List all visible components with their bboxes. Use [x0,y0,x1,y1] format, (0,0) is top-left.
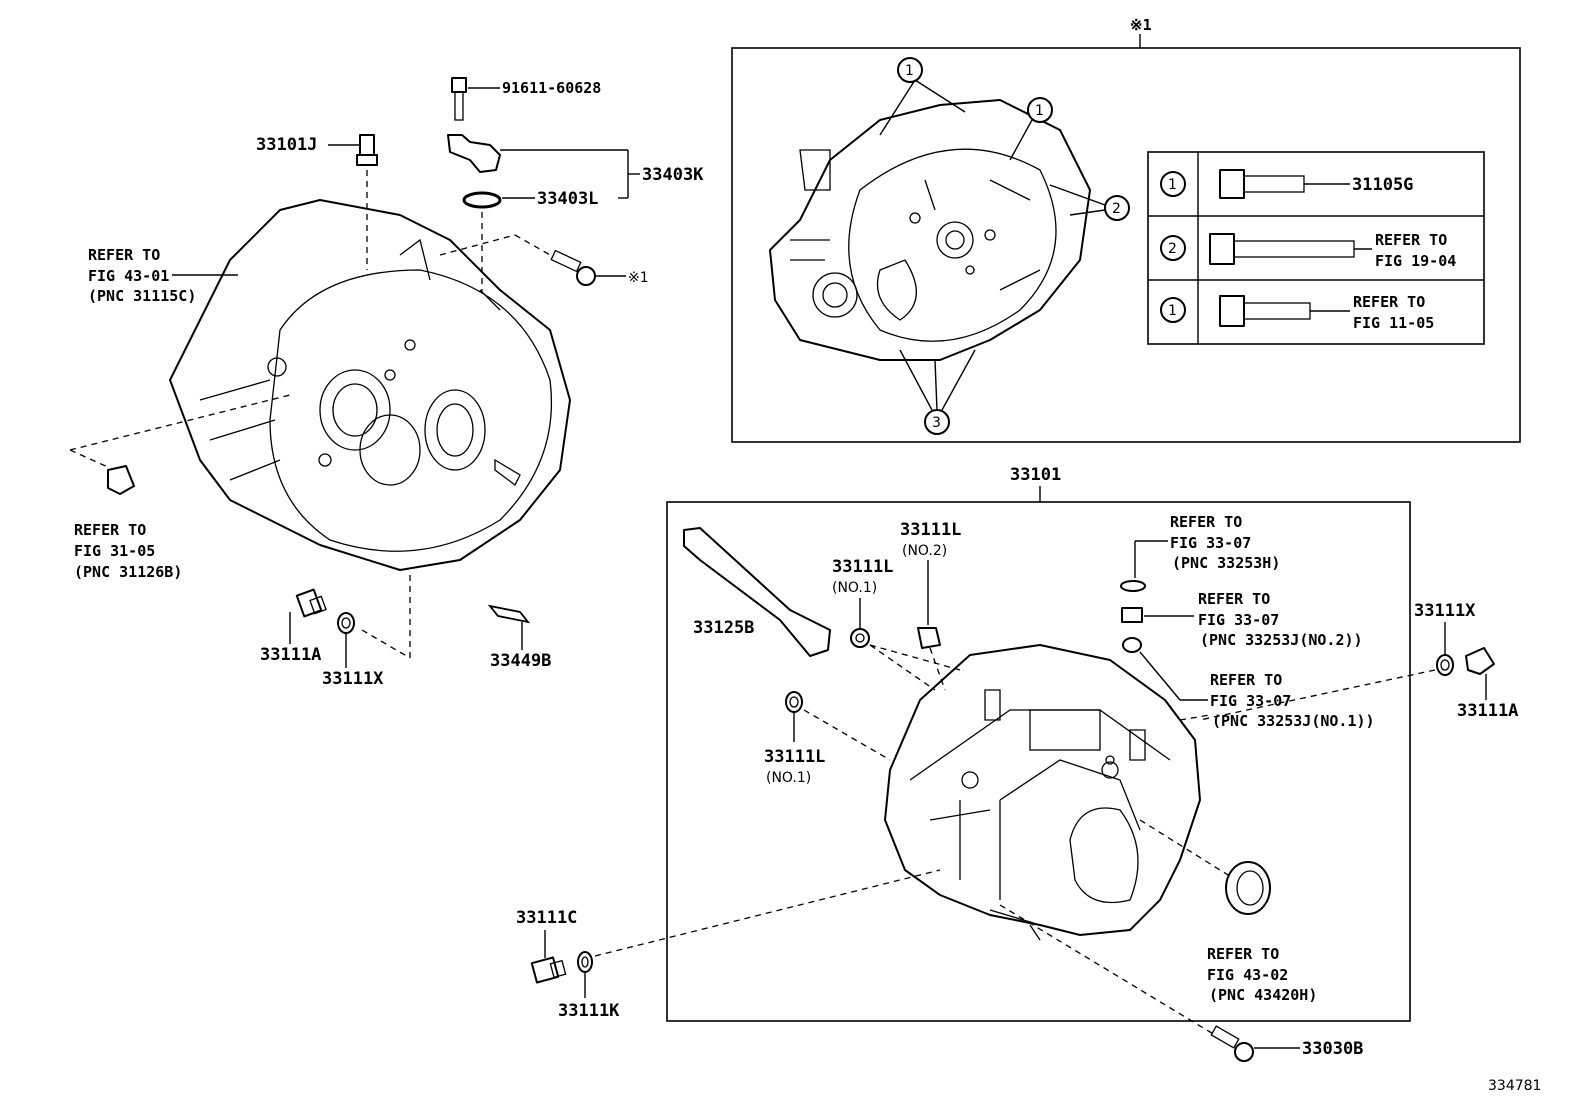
legend-31105G: 31105G [1352,175,1413,195]
svg-text:FIG 43-02: FIG 43-02 [1207,966,1288,984]
bolt-91611-60628: 91611-60628 [451,77,601,121]
gasket-33111X-right: 33111X [1199,601,1476,721]
callout-1-top: 1 [879,57,966,136]
callout-2: 2 [1049,184,1130,221]
ref-fig-33-07-b: REFER TO FIG 33-07 (PNC 33253J(NO.2)) [1121,590,1363,649]
transmission-case-left [169,199,571,571]
callout-1-right: 1 [1009,97,1053,161]
svg-text:2: 2 [1112,201,1121,217]
svg-text:FIG 33-07: FIG 33-07 [1198,611,1279,629]
housing-detail-sketch [769,99,1091,361]
label-33403K: 33403K [642,165,704,185]
legend-row-1: 1 31105G [1160,169,1413,199]
label-33101: 33101 [1010,465,1061,485]
svg-text:REFER TO: REFER TO [1170,513,1242,531]
label-33111X-left: 33111X [322,669,384,689]
transmission-case-33101 [884,644,1201,941]
plug-33111L-no1-bottom: 33111L (NO.1) [764,691,891,786]
label-33111L-no2: 33111L [900,520,961,540]
ref-fig-33-07-a: REFER TO FIG 33-07 (PNC 33253H) [1120,513,1280,592]
drain-plug-33111A-right: 33111A [1457,647,1518,721]
svg-text:REFER TO: REFER TO [88,246,160,264]
left-assembly: 91611-60628 33403K 33403L 33101J [69,77,704,689]
svg-text:FIG 31-05: FIG 31-05 [74,542,155,560]
drain-plug-33111A-left: 33111A [260,588,327,665]
oil-seal-ref-43-02: REFER TO FIG 43-02 (PNC 43420H) [1139,819,1317,1004]
svg-text:FIG 19-04: FIG 19-04 [1375,252,1456,270]
legend-row-2: 2 REFER TO FIG 19-04 [1160,231,1456,270]
svg-text:(PNC 33253J(NO.1)): (PNC 33253J(NO.1)) [1212,712,1375,730]
svg-text:(PNC 33253J(NO.2)): (PNC 33253J(NO.2)) [1200,631,1363,649]
svg-text:FIG 11-05: FIG 11-05 [1353,314,1434,332]
svg-text:3: 3 [932,415,941,431]
detail-box-note1: ※1 1 1 [731,16,1521,443]
svg-text:REFER TO: REFER TO [74,521,146,539]
svg-text:1: 1 [905,63,914,79]
label-91611-60628: 91611-60628 [502,79,601,97]
ref-fig-43-01: REFER TO FIG 43-01 (PNC 31115C) [88,246,238,305]
plate-33449B: 33449B [487,604,551,671]
svg-text:FIG 43-01: FIG 43-01 [88,267,169,285]
sensor-33403K: 33403K [447,134,704,198]
ref-fig-31-05: REFER TO FIG 31-05 (PNC 31126B) [69,394,291,581]
figure-id: 334781 [1488,1078,1541,1094]
gasket-33111K: 33111K [558,869,941,1021]
bolt-legend-table: 1 31105G 2 REFER TO FIG 19-04 1 [1147,151,1485,345]
svg-text:(PNC 33253H): (PNC 33253H) [1172,554,1280,572]
callout-3: 3 [899,349,976,435]
plug-33111L-no1-top: 33111L (NO.1) [832,557,961,691]
svg-text:(NO.1): (NO.1) [832,580,877,596]
svg-text:REFER TO: REFER TO [1210,671,1282,689]
svg-text:(PNC 43420H): (PNC 43420H) [1209,986,1317,1004]
svg-text:1: 1 [1035,103,1044,119]
label-33111A-left: 33111A [260,645,321,665]
label-33449B: 33449B [490,651,551,671]
svg-text:REFER TO: REFER TO [1375,231,1447,249]
label-33111L-no1-top: 33111L [832,557,893,577]
plug-33111L-no2: 33111L (NO.2) [900,520,961,691]
label-33111C: 33111C [516,908,577,928]
svg-text:REFER TO: REFER TO [1207,945,1279,963]
svg-text:REFER TO: REFER TO [1198,590,1270,608]
label-33111A-right: 33111A [1457,701,1518,721]
bolt-33030B: 33030B [999,904,1363,1062]
svg-text:1: 1 [1168,177,1177,193]
svg-text:2: 2 [1168,241,1177,257]
label-33111L-no1-bottom: 33111L [764,747,825,767]
svg-text:FIG 33-07: FIG 33-07 [1170,534,1251,552]
label-33403L: 33403L [537,189,598,209]
breather-33101J: 33101J [256,134,378,270]
svg-text:(PNC 31126B): (PNC 31126B) [74,563,182,581]
svg-text:※1: ※1 [628,270,649,286]
label-33111K: 33111K [558,1001,620,1021]
label-33101J: 33101J [256,135,317,155]
label-33111X-right: 33111X [1414,601,1476,621]
svg-text:(NO.2): (NO.2) [902,543,947,559]
legend-row-3: 1 REFER TO FIG 11-05 [1160,293,1434,332]
gasket-33111X-left: 33111X [322,570,411,689]
svg-text:REFER TO: REFER TO [1353,293,1425,311]
svg-text:1: 1 [1168,303,1177,319]
plug-33111C: 33111C [516,908,577,984]
oring-33403L: 33403L [462,189,628,292]
label-33125B: 33125B [693,618,754,638]
label-33030B: 33030B [1302,1039,1363,1059]
case-33101-group: 33101 33125B 33111L (NO.1) [666,465,1411,1022]
bolt-note1: ※1 [439,234,649,286]
svg-text:(PNC 31115C): (PNC 31115C) [88,287,196,305]
bracket-33125B: 33125B [683,527,831,657]
svg-text:(NO.1): (NO.1) [766,770,811,786]
note1-mark: ※1 [1130,16,1152,34]
svg-text:FIG 33-07: FIG 33-07 [1210,692,1291,710]
